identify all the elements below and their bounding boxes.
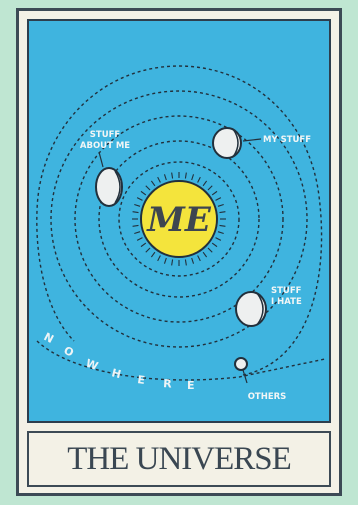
label-stuff-i-hate-line1: STUFF — [271, 286, 302, 296]
sun-ray — [164, 174, 166, 180]
sun-ray — [158, 177, 161, 182]
sun-ray — [203, 181, 207, 186]
sun-ray — [219, 225, 225, 226]
planet-my-stuff — [213, 128, 241, 158]
sun-ray — [198, 256, 201, 261]
nowhere-letter: E — [187, 379, 195, 392]
sun-ray — [141, 191, 146, 195]
title-box: THE UNIVERSE — [27, 431, 331, 487]
planet-stuff-i-hate — [236, 292, 266, 326]
sun-ray — [164, 258, 166, 264]
sun-ray — [219, 212, 225, 213]
sun-ray — [151, 181, 155, 186]
nowhere-letter: O — [62, 344, 76, 360]
sun-ray — [133, 225, 139, 226]
nowhere-letter: R — [163, 377, 173, 391]
sun-ray — [134, 204, 140, 206]
label-stuff-about-me-line1: STUFF — [90, 130, 121, 140]
sun-ray — [218, 204, 224, 206]
universe-poster: ME STUFF ABOUT ME MY STUFF STUFF I HATE … — [16, 8, 342, 496]
nowhere-letter: N — [42, 330, 56, 346]
sun-ray — [137, 198, 142, 201]
sun-ray — [216, 238, 221, 241]
universe-diagram: ME STUFF ABOUT ME MY STUFF STUFF I HATE … — [27, 19, 331, 423]
poster-title: THE UNIVERSE — [67, 441, 291, 478]
sun-ray — [185, 173, 186, 179]
orbit-diagram-svg: ME STUFF ABOUT ME MY STUFF STUFF I HATE … — [29, 21, 331, 423]
sun-ray — [137, 238, 142, 241]
sun-ray — [192, 174, 194, 180]
label-stuff-about-me-line2: ABOUT ME — [80, 141, 130, 151]
sun-ray — [216, 198, 221, 201]
sun-ray — [146, 186, 150, 190]
sun-ray — [133, 212, 139, 213]
sun-ray — [203, 252, 207, 257]
sun-ray — [192, 258, 194, 264]
sun-ray — [151, 252, 155, 257]
sun-ray — [198, 177, 201, 182]
nowhere-letter: E — [137, 373, 146, 387]
sun-ray — [158, 256, 161, 261]
sun-ray — [208, 186, 212, 190]
sun-ray — [185, 259, 186, 265]
label-my-stuff: MY STUFF — [263, 135, 311, 145]
sun-ray — [146, 248, 150, 252]
sun-ray — [212, 191, 217, 195]
sun-ray — [218, 232, 224, 234]
sun-ray — [208, 248, 212, 252]
sun-label: ME — [146, 200, 212, 240]
nowhere-letter: H — [110, 366, 122, 381]
planet-others — [235, 358, 247, 370]
sun-ray — [134, 232, 140, 234]
label-others: OTHERS — [248, 392, 287, 402]
sun-ray — [141, 243, 146, 247]
sun-ray — [212, 243, 217, 247]
sun-ray — [172, 173, 173, 179]
label-stuff-i-hate-line2: I HATE — [271, 297, 302, 307]
planet-stuff-about-me — [96, 168, 122, 206]
sun-ray — [172, 259, 173, 265]
